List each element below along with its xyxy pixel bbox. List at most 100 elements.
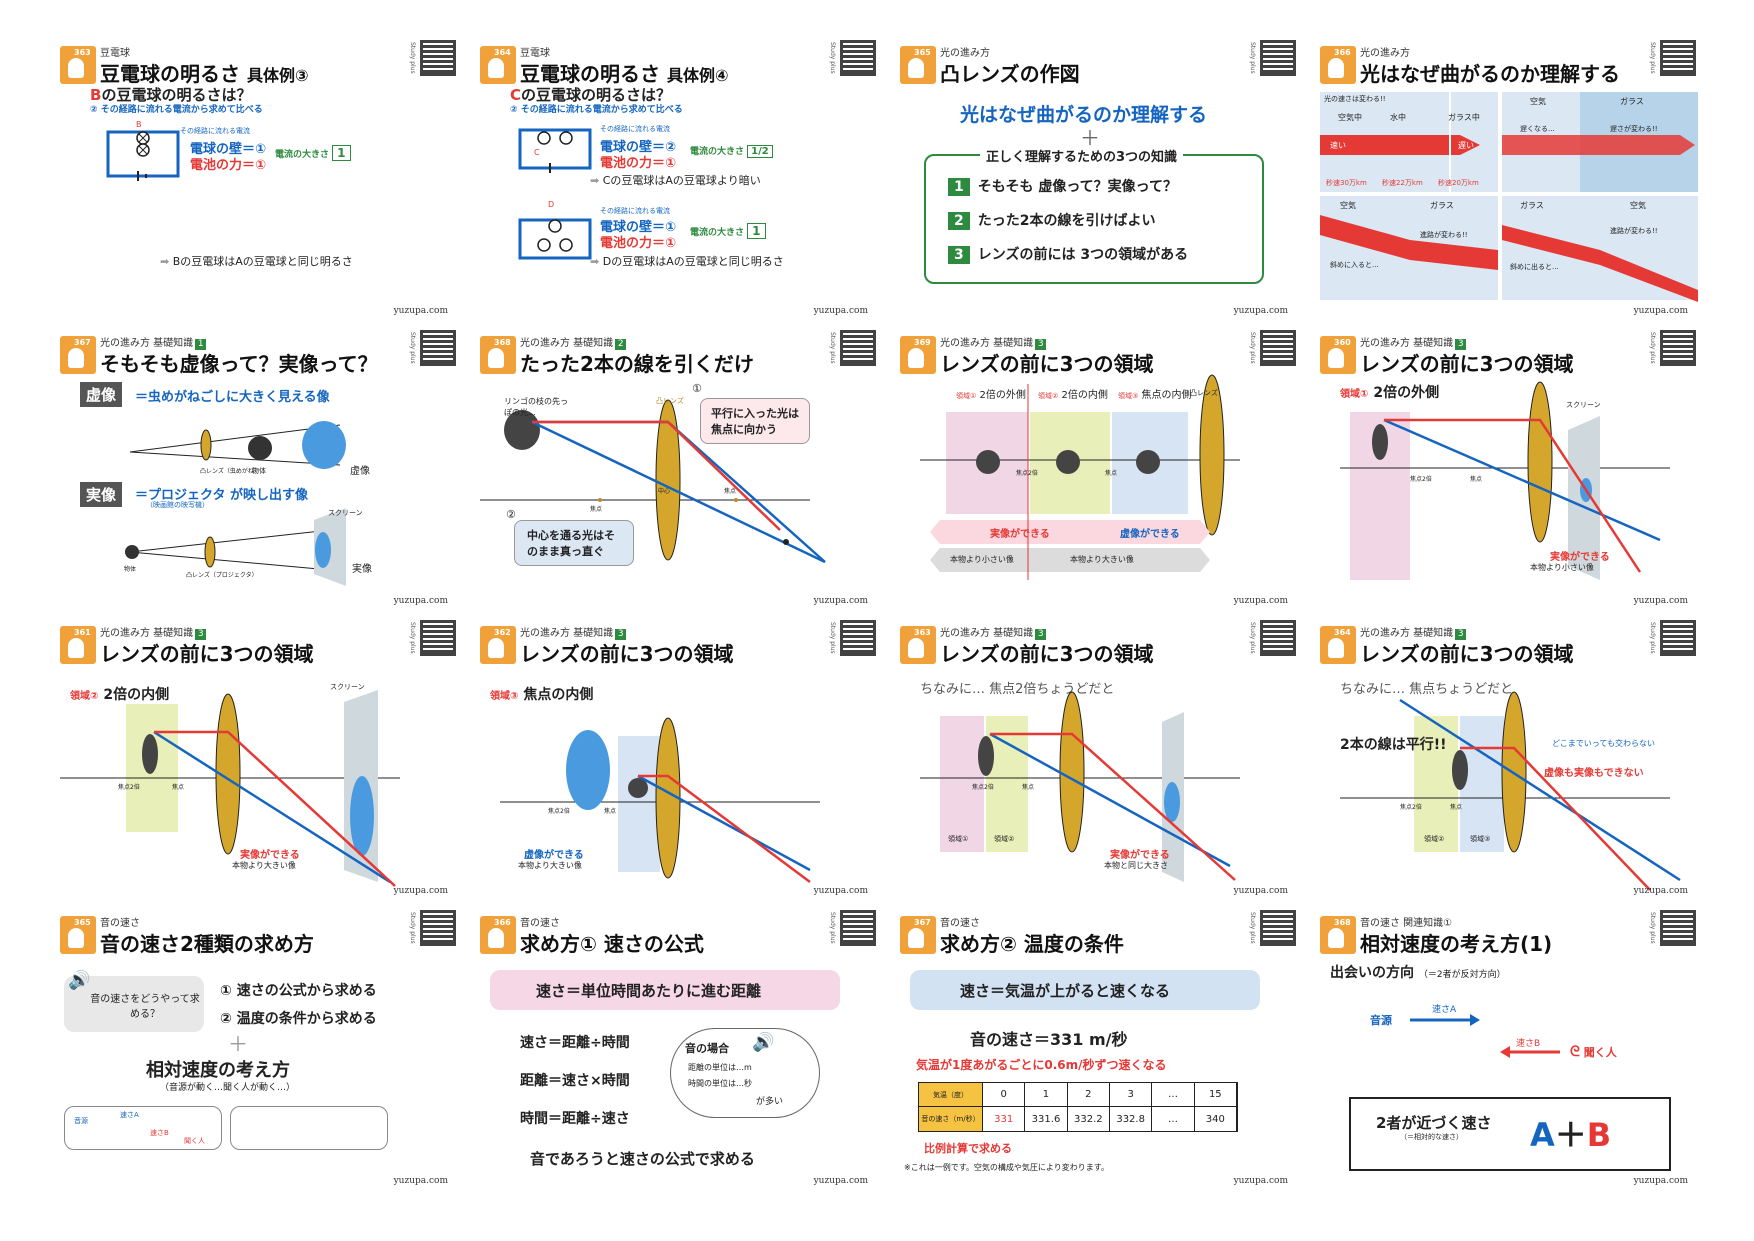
qr-label: Study plus [1649, 42, 1656, 74]
direction: 出会いの方向 （＝2者が反対方向） [1330, 965, 1506, 981]
card-title: レンズの前に3つの領域 [940, 352, 1154, 376]
footer: yuzupa.com [1633, 1176, 1688, 1186]
badge-icon: 363 [60, 46, 96, 84]
real-desc: ＝プロジェクタ が映し出す像 [135, 488, 309, 503]
qr-code-icon[interactable] [1260, 330, 1296, 366]
region-heading: 領域① 2倍の外側 [1340, 385, 1440, 401]
focus-label-2: 焦点 [724, 488, 737, 495]
qr-label: Study plus [409, 912, 416, 944]
p3-slant: 斜めに入ると... [1330, 261, 1379, 269]
example-box-1 [64, 1106, 222, 1150]
table-cell: 1 [1025, 1083, 1068, 1106]
qr-code-icon[interactable] [420, 330, 456, 366]
footer: yuzupa.com [1233, 596, 1288, 606]
p4-glass: ガラス [1520, 201, 1544, 210]
object-label: 物体 [252, 467, 266, 475]
result: 実像ができる [240, 850, 300, 861]
speaker-icon: 🔊 [752, 1032, 775, 1053]
current-2: 電流の大きさ 1 [690, 223, 766, 239]
screen-label: スクリーン [1566, 401, 1601, 409]
region-1-diagram [1340, 381, 1670, 580]
medium-air: 空気中 [1338, 113, 1362, 122]
badge-icon: 368 [1320, 916, 1356, 954]
qr-code-icon[interactable] [420, 40, 456, 76]
table-cell: 340 [1195, 1107, 1237, 1131]
table-cell: 331.6 [1025, 1107, 1068, 1131]
virtual-result: 虚像ができる [1120, 529, 1180, 540]
qr-code-icon[interactable] [1660, 330, 1696, 366]
bulb-d-label: D [548, 200, 555, 209]
region-1-label: 領域① 2倍の外側 [956, 390, 1026, 401]
card-367b: 367 音の速さ 求め方② 温度の条件 Study plus 速さ＝気温が上がる… [900, 910, 1300, 1190]
table-cell: 332.8 [1110, 1107, 1153, 1131]
rule: 気温が1度あがるごとに0.6m/秒ずつ速くなる [916, 1058, 1167, 1072]
current: 電流の大きさ 1 [275, 145, 351, 161]
footer: yuzupa.com [393, 1176, 448, 1186]
source-label: 音源 [74, 1117, 88, 1125]
source-label: 音源 [1370, 1014, 1392, 1027]
circuit-diagrams [518, 128, 592, 260]
definition-box [490, 970, 840, 1010]
category: 光の進み方 [940, 48, 990, 59]
table-cell: 332.2 [1068, 1107, 1110, 1131]
region-2-label: 領域② 2倍の内側 [1038, 390, 1108, 401]
refraction-panels [1320, 92, 1698, 302]
p2-note-b: 遅さが変わる!! [1610, 125, 1658, 133]
badge-icon: 360 [1320, 336, 1356, 374]
lens-label: 凸レンズ [1190, 389, 1218, 397]
qr-code-icon[interactable] [1260, 40, 1296, 76]
speed-water: 秒速22万km [1382, 179, 1423, 187]
table-cell: 3 [1110, 1083, 1153, 1106]
focus-2x-label: 焦点2倍 [1410, 476, 1432, 483]
footer: yuzupa.com [813, 596, 868, 606]
intro: ちなみに… 焦点ちょうどだと [1340, 682, 1514, 697]
card-header: 366 音の速さ 求め方① 速さの公式 Study plus [480, 910, 880, 960]
card-header: 368 音の速さ 関連知識① 相対速度の考え方(1) Study plus [1320, 910, 1700, 960]
qr-code-icon[interactable] [1660, 40, 1696, 76]
card-title: レンズの前に3つの領域 [1360, 352, 1574, 376]
table-header-cell: 気温（度） [919, 1083, 983, 1106]
qr-code-icon[interactable] [1660, 910, 1696, 946]
method-2: ② 温度の条件から求める [220, 1011, 377, 1027]
table-cell: 0 [983, 1083, 1026, 1106]
qr-code-icon[interactable] [840, 620, 876, 656]
card-title: 求め方① 速さの公式 [520, 932, 704, 956]
question: Cの豆電球の明るさは？ [510, 86, 672, 104]
qr-code-icon[interactable] [420, 910, 456, 946]
p2-air: 空気 [1530, 97, 1546, 106]
footer: yuzupa.com [393, 596, 448, 606]
qr-code-icon[interactable] [1260, 910, 1296, 946]
qr-code-icon[interactable] [840, 40, 876, 76]
card-header: 365 音の速さ 音の速さ2種類の求め方 Study plus [60, 910, 460, 960]
parallel-note: 2本の線は平行!! [1340, 737, 1447, 753]
conclusion-2: ➡ Dの豆電球はAの豆電球と同じ明るさ [590, 255, 784, 268]
current-1: 電流の大きさ 1/2 [690, 144, 773, 158]
qr-code-icon[interactable] [840, 330, 876, 366]
speed-a: 速さA [1432, 1005, 1457, 1015]
qr-code-icon[interactable] [1260, 620, 1296, 656]
table-cell: 15 [1195, 1083, 1237, 1106]
footer: yuzupa.com [1233, 1176, 1288, 1186]
focus-label: 焦点 [1470, 476, 1483, 483]
headline: 光はなぜ曲がるのか理解する [960, 104, 1208, 126]
approach-label: 2者が近づく速さ [1376, 1114, 1492, 1132]
qr-code-icon[interactable] [1660, 620, 1696, 656]
qr-label: Study plus [409, 42, 416, 74]
method-1: ① 速さの公式から求める [220, 983, 377, 999]
real-result: 実像ができる [990, 529, 1050, 540]
badge-icon: 367 [60, 336, 96, 374]
speed-b: 速さB [1516, 1039, 1541, 1049]
intro: ちなみに… 焦点2倍ちょうどだと [920, 682, 1115, 697]
qr-code-icon[interactable] [420, 620, 456, 656]
focus-2x-label: 焦点2倍 [548, 808, 570, 815]
region-2: 領域② [1424, 835, 1445, 843]
qr-code-icon[interactable] [840, 910, 876, 946]
real-image-label: 実像 [352, 564, 372, 575]
category: 光の進み方 [1360, 48, 1410, 59]
